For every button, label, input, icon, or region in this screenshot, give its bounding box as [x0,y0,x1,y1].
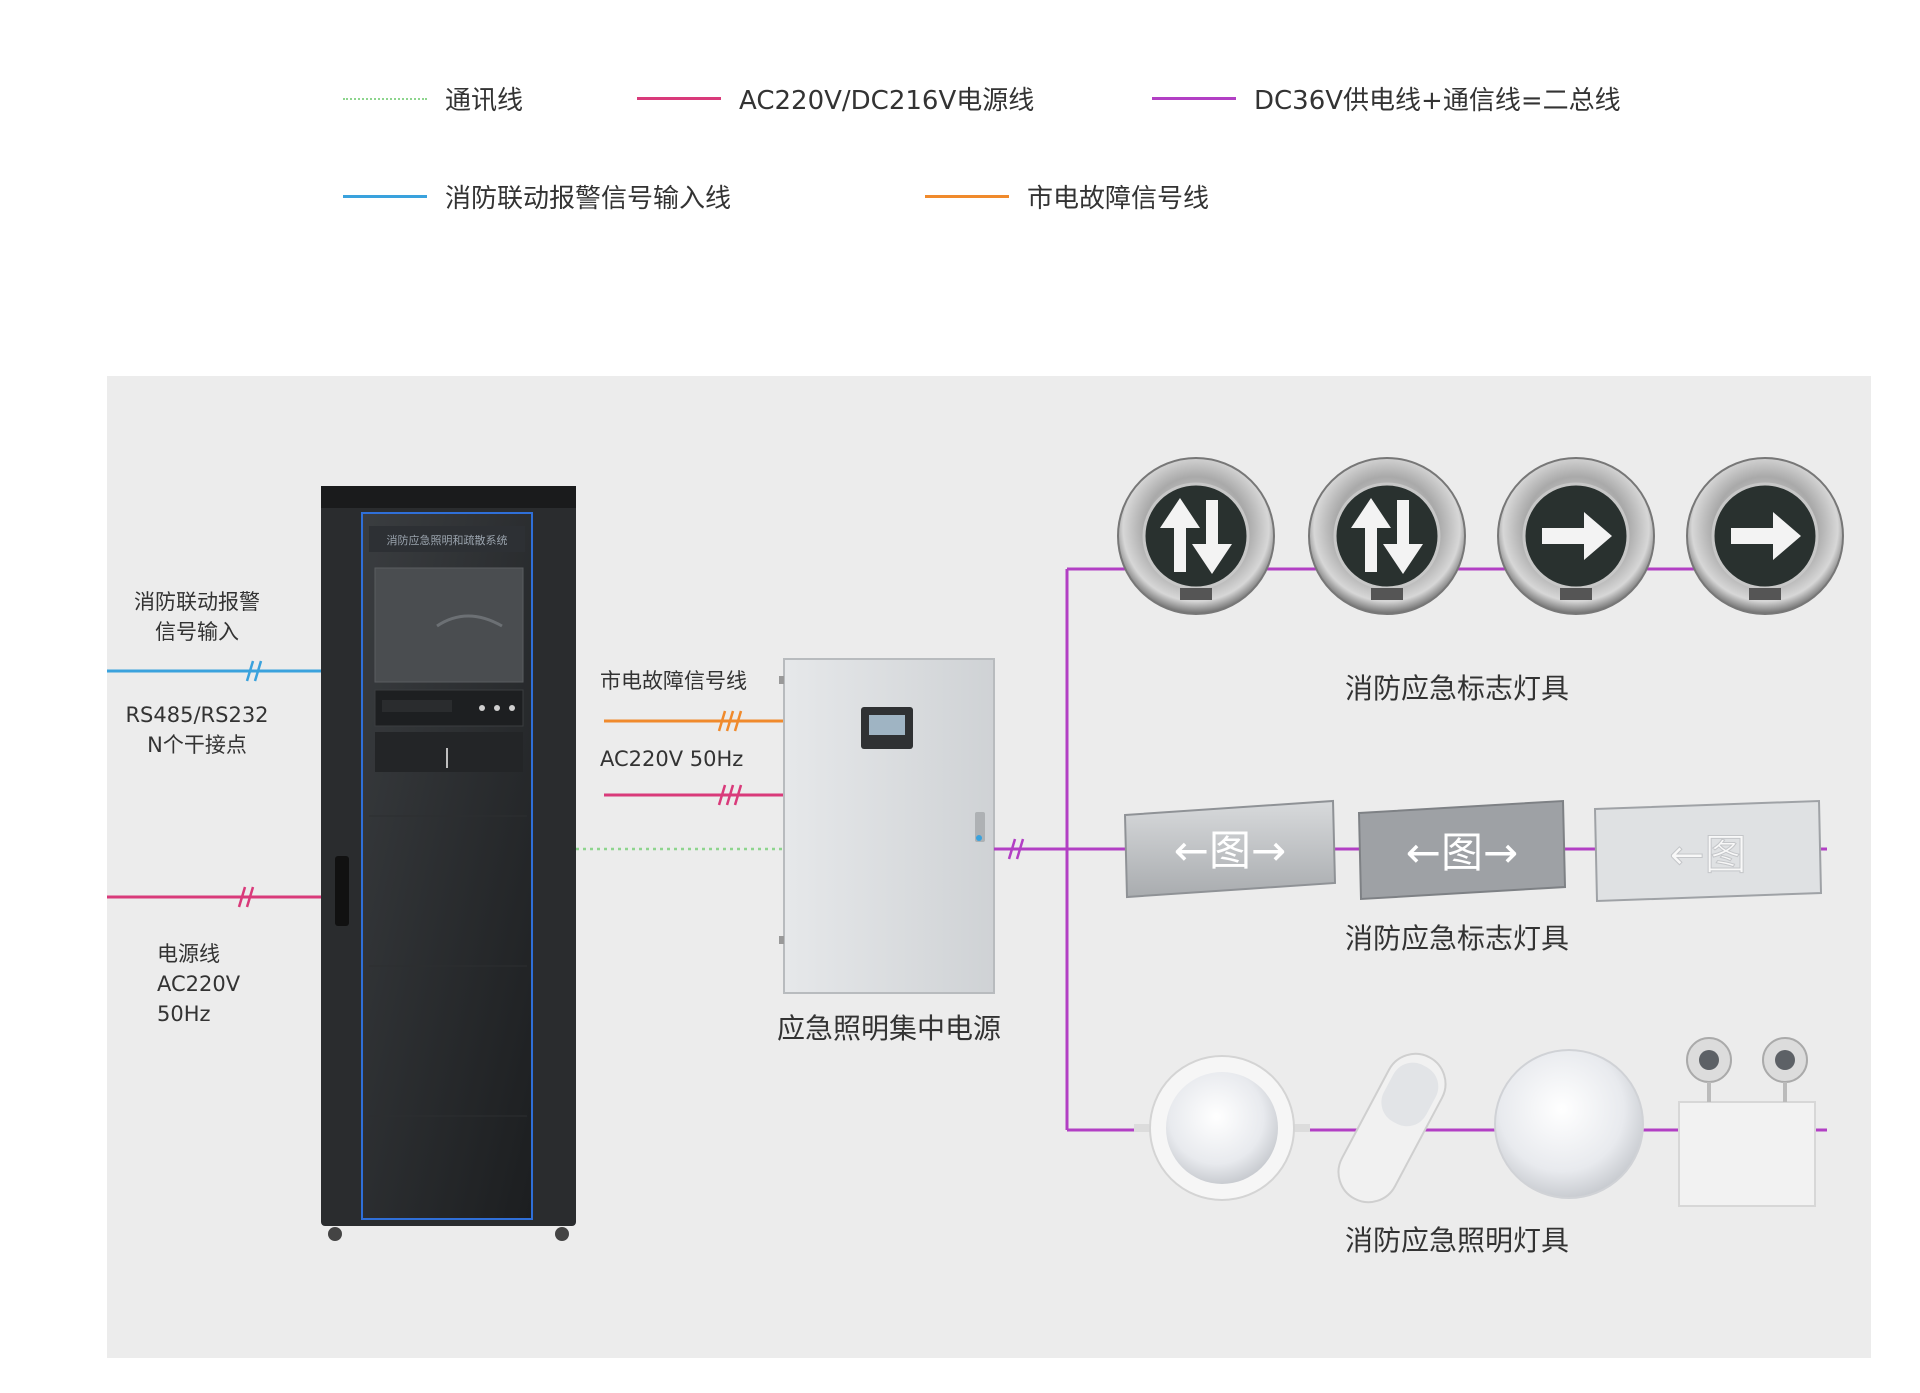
alarm-input-wire [107,660,322,682]
up-down-arrow-icon [1308,457,1466,615]
exit-sign-icon: ←图→ [1123,799,1337,899]
ac-supply-label: AC220V 50Hz [600,747,744,771]
legend-comm-line: 通讯线 [343,80,523,117]
system-diagram: 消防应急照明和疏散系统 [107,376,1871,1358]
legend-label-bus: DC36V供电线+通信线=二总线 [1254,86,1621,116]
mains-fault-label: 市电故障信号线 [600,669,747,693]
control-cabinet: 消防应急照明和疏散系统 [321,486,576,1241]
rs485-label: RS485/RS232 N个干接点 [125,703,269,757]
twin-spot-light-icon [1678,1037,1816,1207]
legend-power-line: AC220V/DC216V电源线 [637,80,1034,117]
legend-swatch-fault [925,195,1009,198]
legend-swatch-bus [1152,97,1236,100]
power-input-label: 电源线 AC220V 50Hz [157,942,241,1026]
right-arrow-icon [1497,457,1655,615]
downlight-icon [1134,1055,1310,1201]
exit-sign-icon: ←图→ [1357,799,1567,901]
legend-swatch-comm [343,97,427,100]
ac-supply-wire [604,784,784,806]
right-arrow-icon [1686,457,1844,615]
up-down-arrow-icon [1117,457,1275,615]
power-box-label: 应急照明集中电源 [776,1012,1001,1045]
legend-swatch-alarm [343,195,427,198]
legend-alarm-line: 消防联动报警信号输入线 [343,178,731,215]
bus-trunk [994,567,1127,1132]
legend-label-power: AC220V/DC216V电源线 [739,86,1035,116]
exit-sign-icon: ←图 [1593,799,1823,903]
exit-sign-row: ←图→ ←图→ ←图 [1123,799,1827,903]
lighting-group-label: 消防应急照明灯具 [1344,1224,1569,1257]
lighting-row [1127,1037,1827,1207]
mains-fault-wire [604,710,784,732]
svg-text:←图→: ←图→ [1174,826,1286,875]
bulkhead-light-icon [1337,1052,1447,1204]
central-power-supply [779,658,995,994]
svg-text:←图→: ←图→ [1406,828,1518,877]
legend-fault-line: 市电故障信号线 [925,178,1209,215]
wiring-diagram: 消防应急照明和疏散系统 [107,457,1844,1241]
power-input-wire [107,886,322,908]
legend-label-alarm: 消防联动报警信号输入线 [445,184,732,214]
cabinet-header-text: 消防应急照明和疏散系统 [387,533,508,547]
legend-swatch-power [637,97,721,100]
floor-sign-group-label: 消防应急标志灯具 [1344,672,1569,705]
exit-sign-group-label: 消防应急标志灯具 [1344,922,1569,955]
fire-alarm-input-label: 消防联动报警 信号输入 [134,590,260,644]
legend-label-comm: 通讯线 [445,86,524,116]
svg-text:←图: ←图 [1669,830,1746,879]
legend-label-fault: 市电故障信号线 [1027,184,1210,214]
floor-sign-row [1117,457,1844,615]
legend-bus-line: DC36V供电线+通信线=二总线 [1152,80,1621,117]
ceiling-light-icon [1494,1049,1644,1199]
